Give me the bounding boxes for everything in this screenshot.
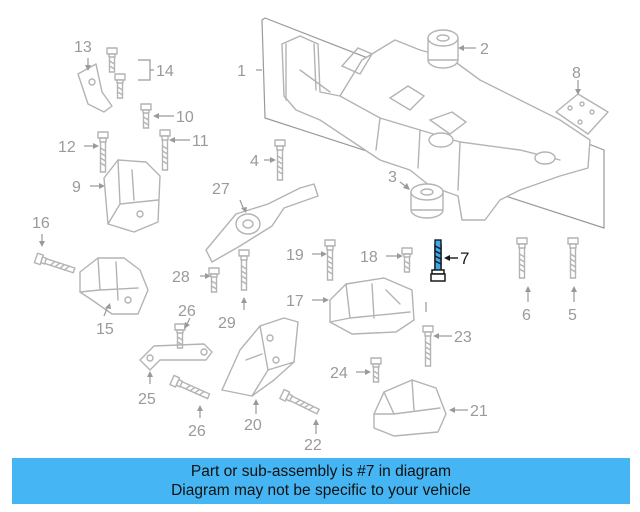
callout-26-top: 26: [178, 303, 196, 320]
info-banner: Part or sub-assembly is #7 in diagram Di…: [12, 458, 630, 504]
mount-21: [373, 379, 447, 437]
callout-14: 14: [156, 63, 174, 80]
callout-6: 6: [522, 307, 531, 324]
callout-24: 24: [330, 365, 348, 382]
callout-12: 12: [58, 139, 76, 156]
mount-9: [103, 159, 161, 233]
banner-line-1: Part or sub-assembly is #7 in diagram: [190, 463, 452, 480]
torque-arm-27: [205, 183, 319, 263]
bracket-13: [77, 63, 113, 113]
callout-9: 9: [72, 179, 81, 196]
mount-3: [410, 183, 444, 219]
callout-5: 5: [568, 307, 577, 324]
callout-13: 13: [74, 39, 92, 56]
callout-28: 28: [172, 269, 190, 286]
callout-26-bottom: 26: [188, 423, 206, 440]
parts-diagram: 1 2 3 4 5 6 8 9 10 11 12 13 14 15 16 17 …: [32, 17, 609, 454]
mount-2: [427, 29, 459, 69]
callout-25: 25: [138, 391, 156, 408]
plate-8: [555, 93, 609, 135]
bracket-20: [221, 317, 299, 397]
leaders: [39, 45, 581, 434]
callout-23: 23: [454, 329, 472, 346]
highlighted-bolt-7: [430, 239, 446, 282]
callout-29: 29: [218, 315, 236, 332]
callout-19: 19: [286, 247, 304, 264]
callout-2: 2: [480, 41, 489, 58]
callouts: 1 2 3 4 5 6 8 9 10 11 12 13 14 15 16 17 …: [32, 39, 581, 454]
callout-17: 17: [286, 293, 304, 310]
callout-7: 7: [460, 249, 469, 268]
mount-17: [329, 277, 415, 335]
callout-15: 15: [96, 321, 114, 338]
callout-10: 10: [176, 109, 194, 126]
subframe: [261, 17, 605, 229]
callout-20: 20: [244, 417, 262, 434]
link-25: [139, 343, 213, 371]
callout-4: 4: [250, 153, 259, 170]
callout-27: 27: [212, 181, 230, 198]
callout-3: 3: [388, 169, 397, 186]
callout-18: 18: [360, 249, 378, 266]
callout-1: 1: [237, 63, 246, 80]
mount-15: [79, 257, 149, 315]
banner-line-2: Diagram may not be specific to your vehi…: [171, 482, 471, 499]
callout-11: 11: [192, 133, 209, 150]
callout-8: 8: [572, 65, 581, 82]
callout-16: 16: [32, 215, 50, 232]
callout-21: 21: [470, 403, 488, 420]
callout-22: 22: [304, 437, 322, 454]
